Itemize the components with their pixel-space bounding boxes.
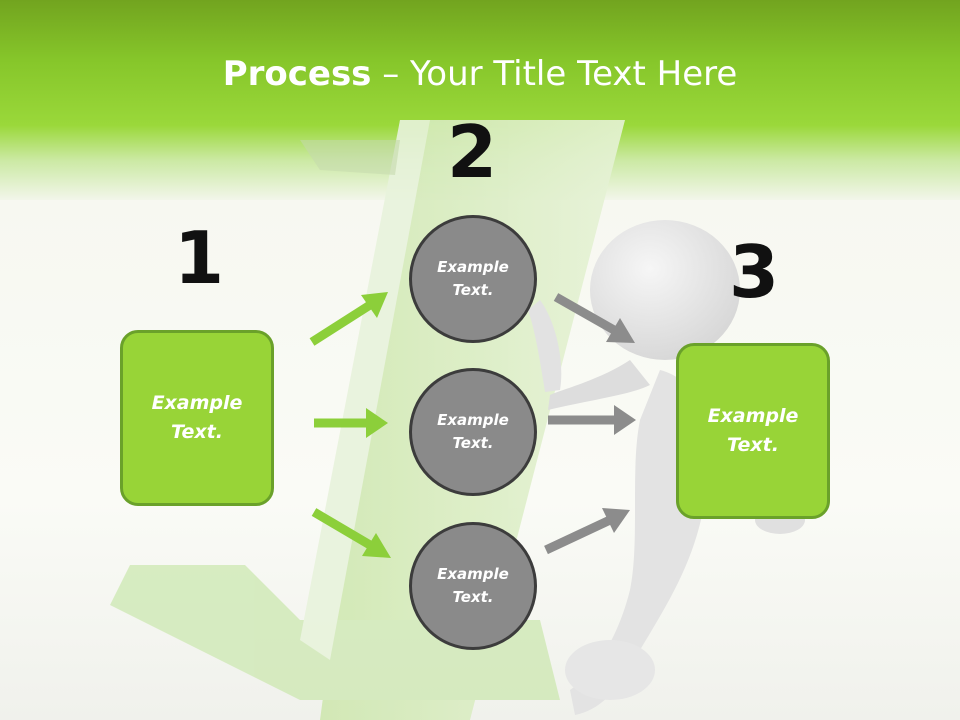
step1-text: Example Text. xyxy=(151,392,243,443)
green-arrows xyxy=(309,292,391,558)
step-number-1: 1 xyxy=(173,216,225,300)
title-bold: Process xyxy=(222,54,372,94)
step2-circle-2: Example Text. xyxy=(409,368,537,496)
arrow-gray-up-icon xyxy=(544,508,630,555)
arrow-green-up-icon xyxy=(309,292,388,346)
arrow-gray-right-icon xyxy=(548,405,636,435)
step1-box: Example Text. xyxy=(120,330,274,506)
step3-text: Example Text. xyxy=(707,405,799,456)
step-number-3: 3 xyxy=(728,230,780,314)
step-number-2: 2 xyxy=(446,110,498,194)
step3-box: Example Text. xyxy=(676,343,830,519)
gray-arrows xyxy=(544,293,636,555)
step2-circle-3: Example Text. xyxy=(409,522,537,650)
arrow-gray-down-icon xyxy=(553,293,635,343)
arrow-green-down-icon xyxy=(311,508,391,558)
arrow-green-right-icon xyxy=(314,408,388,438)
step2-circle-1-text: Example Text. xyxy=(437,258,509,299)
step2-circle-2-text: Example Text. xyxy=(437,411,509,452)
step2-circle-1: Example Text. xyxy=(409,215,537,343)
title-rest: – Your Title Text Here xyxy=(371,54,738,94)
slide-title: Process – Your Title Text Here xyxy=(0,52,960,96)
step2-circle-3-text: Example Text. xyxy=(437,565,509,606)
